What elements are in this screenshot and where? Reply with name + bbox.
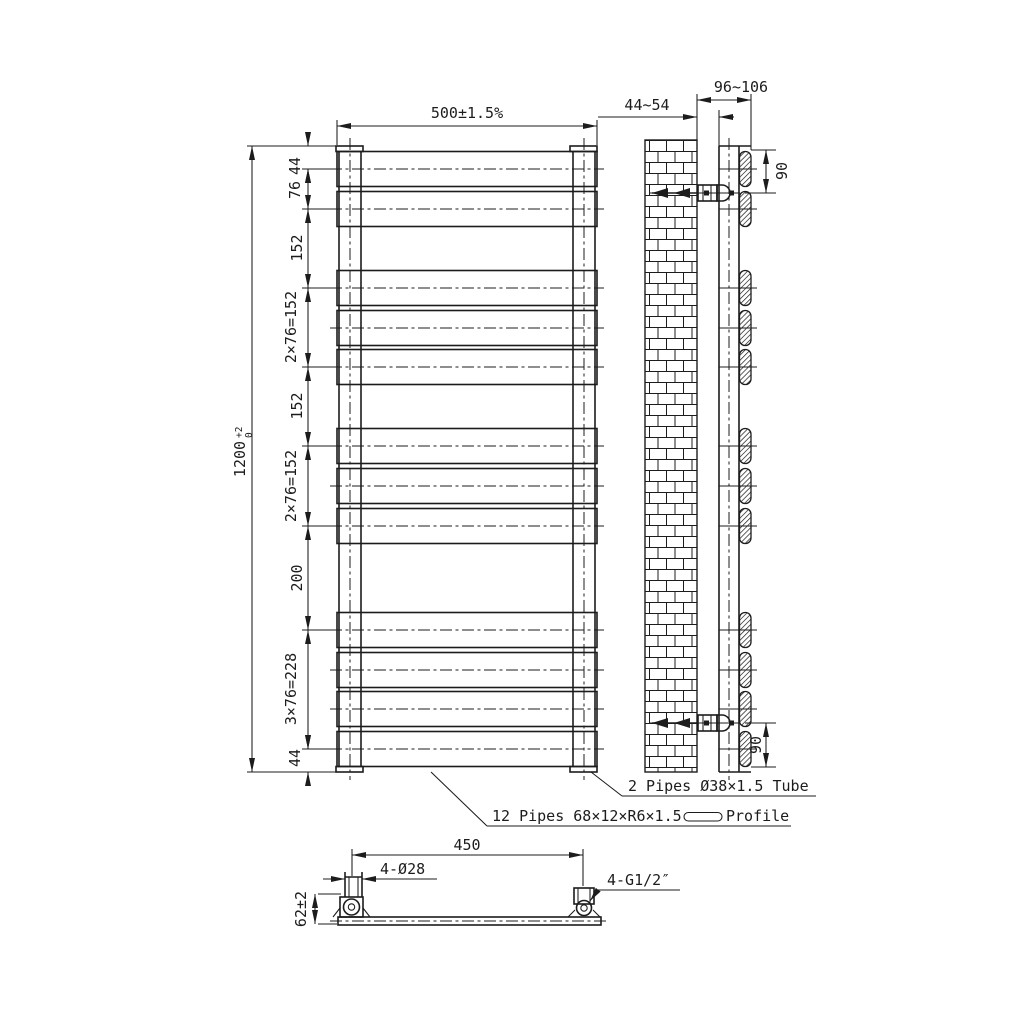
dim-thread-g12: 4-G1/2″ — [589, 871, 680, 902]
bottom-view: 450 4-Ø28 4-G1/2″ 62±2 — [292, 836, 680, 927]
panel-stub-lines — [719, 168, 757, 750]
chain-dim-76: 76 — [286, 181, 304, 199]
profile-note-suffix-text: Profile — [726, 807, 789, 825]
dim-height-1200: 1200 +2 0 — [231, 145, 340, 773]
right-fitting — [567, 887, 601, 918]
chain-dim-2x76-b: 2×76=152 — [282, 450, 300, 522]
chain-dim-152-b: 152 — [288, 392, 306, 419]
panel-centerlines — [330, 168, 604, 750]
thread-label: 4-G1/2″ — [607, 871, 670, 889]
dim-bracket-bottom-90: 90 — [745, 722, 776, 768]
chain-dim-3x76: 3×76=228 — [282, 653, 300, 725]
front-view: 500±1.5% 1200 +2 0 — [231, 104, 604, 786]
tube-note-text: 2 Pipes Ø38×1.5 Tube — [628, 777, 809, 795]
bracket-barrel — [342, 898, 361, 916]
panel-cross-sections — [738, 150, 752, 768]
tube-note: 2 Pipes Ø38×1.5 Tube — [590, 771, 816, 797]
dim-centres-450: 450 — [351, 836, 584, 886]
anchor-arrow — [652, 188, 668, 198]
wall-bracket-bottom — [650, 714, 740, 732]
profile-section-glyph — [683, 811, 723, 822]
dim-overall-depth: 96~106 — [696, 78, 768, 150]
dim-wall-clearance: 44~54 — [598, 96, 734, 146]
centres-label: 450 — [453, 836, 480, 854]
dim-chain-left: 44 76 152 2×76=152 152 2×76=152 200 3×76… — [282, 132, 340, 786]
bracket-top-label: 90 — [773, 162, 791, 180]
holes-label: 4-Ø28 — [380, 860, 425, 878]
chain-dim-152-a: 152 — [288, 234, 306, 261]
overall-depth-label: 96~106 — [714, 78, 768, 96]
dim-width-500: 500±1.5% — [336, 104, 598, 145]
bracket-bottom-label: 90 — [747, 736, 765, 754]
side-view: 44~54 96~106 90 90 — [598, 78, 791, 780]
left-fitting — [332, 872, 371, 918]
height-tol-lower: 0 — [244, 432, 255, 438]
height-dim-label: 1200 +2 0 — [231, 427, 255, 478]
annotations: 2 Pipes Ø38×1.5 Tube 12 Pipes 68×12×R6×1… — [430, 771, 816, 827]
panel-rects — [336, 150, 598, 768]
svg-text:1200: 1200 — [231, 441, 249, 477]
chain-dim-44-bottom: 44 — [286, 749, 304, 767]
profile-note: 12 Pipes 68×12×R6×1.5 Profile — [430, 771, 791, 827]
dim-bracket-top-90: 90 — [745, 149, 791, 194]
chain-dim-2x76-a: 2×76=152 — [282, 291, 300, 363]
side-tubes — [335, 138, 598, 780]
wall-bracket-top — [650, 184, 740, 202]
width-dim-label: 500±1.5% — [431, 104, 503, 122]
height-tol-upper: +2 — [234, 427, 245, 438]
bracket-plate — [339, 896, 364, 918]
radiator-profile — [718, 138, 757, 780]
brick-wall — [644, 139, 698, 773]
anchor-arrow — [652, 718, 668, 728]
anchor-arrow — [674, 188, 690, 198]
dim-offset-62: 62±2 — [292, 891, 341, 927]
bracket-plate — [573, 887, 595, 905]
anchor-arrow — [674, 718, 690, 728]
wall-clearance-label: 44~54 — [624, 96, 669, 114]
chain-dim-200: 200 — [288, 564, 306, 591]
chain-dim-44-top: 44 — [286, 157, 304, 175]
profile-note-prefix-text: 12 Pipes 68×12×R6×1.5 — [492, 807, 682, 825]
bracket-barrel — [575, 899, 593, 917]
offset-label: 62±2 — [292, 891, 310, 927]
dim-holes-28: 4-Ø28 — [323, 860, 437, 882]
